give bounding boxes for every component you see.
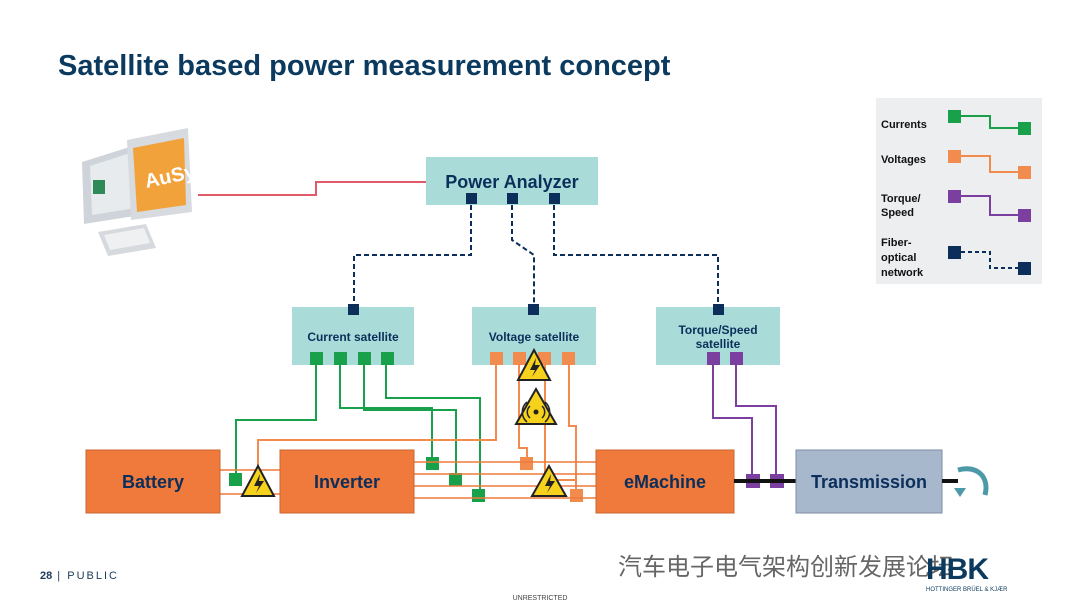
analyzer-port-3 (549, 193, 560, 204)
page-title: Satellite based power measurement concep… (58, 50, 671, 82)
transmission-label: Transmission (811, 472, 927, 492)
analyzer-port-1 (466, 193, 477, 204)
torque-satellite-label-line2: satellite (696, 337, 741, 351)
battery-block (85, 449, 221, 514)
rotation-arrow-icon (957, 466, 989, 496)
current-satellite-label: Current satellite (307, 330, 399, 344)
transmission-block (795, 449, 943, 514)
legend-fiber-label-line3: network (881, 267, 924, 279)
rotation-arrowhead-icon (954, 488, 966, 497)
hbk-logo: HBK (926, 553, 989, 586)
inverter-label: Inverter (314, 472, 380, 492)
voltage-satellite-port (528, 304, 539, 315)
footer-page-label: 28 | PUBLIC (40, 570, 119, 582)
legend-voltages-label: Voltages (881, 154, 926, 166)
battery-label: Battery (122, 472, 184, 492)
current-wiring (235, 358, 481, 494)
torque-satellite-label-line1: Torque/Speed (678, 323, 757, 337)
legend-torque-label-line1: Torque/ (881, 193, 921, 205)
warning-high-voltage-icon (240, 463, 276, 497)
warning-high-voltage-icon (530, 463, 568, 497)
legend-fiber-label-line2: optical (881, 252, 916, 264)
emachine-label: eMachine (624, 472, 706, 492)
footer-public-label: PUBLIC (67, 570, 119, 582)
inverter-block (279, 449, 415, 514)
power-analyzer-label: Power Analyzer (445, 172, 578, 192)
analyzer-port-2 (507, 193, 518, 204)
computer-icon: AuSy (82, 128, 198, 256)
current-satellite-port (348, 304, 359, 315)
fiber-network (353, 205, 719, 306)
legend-fiber-label-line1: Fiber- (881, 237, 912, 249)
warning-high-voltage-icon (516, 347, 552, 381)
watermark-text: 汽车电子电气架构创新发展论坛 (618, 553, 954, 581)
voltage-satellite-label: Voltage satellite (489, 330, 580, 344)
page-number: 28 (40, 570, 53, 582)
torque-satellite-port (713, 304, 724, 315)
legend-torque-label-line2: Speed (881, 207, 914, 219)
footer-classification: UNRESTRICTED (512, 595, 568, 602)
torque-wiring (712, 358, 777, 476)
legend: Currents Voltages Torque/ Speed Fiber- o… (876, 98, 1042, 284)
power-cables (220, 461, 596, 499)
warning-radio-icon (514, 386, 558, 425)
hbk-logo-subtitle: HOTTINGER BRÜEL & KJÆR (926, 587, 1008, 593)
pc-link-line (198, 181, 428, 196)
legend-currents-label: Currents (881, 119, 927, 131)
emachine-block (595, 449, 735, 514)
